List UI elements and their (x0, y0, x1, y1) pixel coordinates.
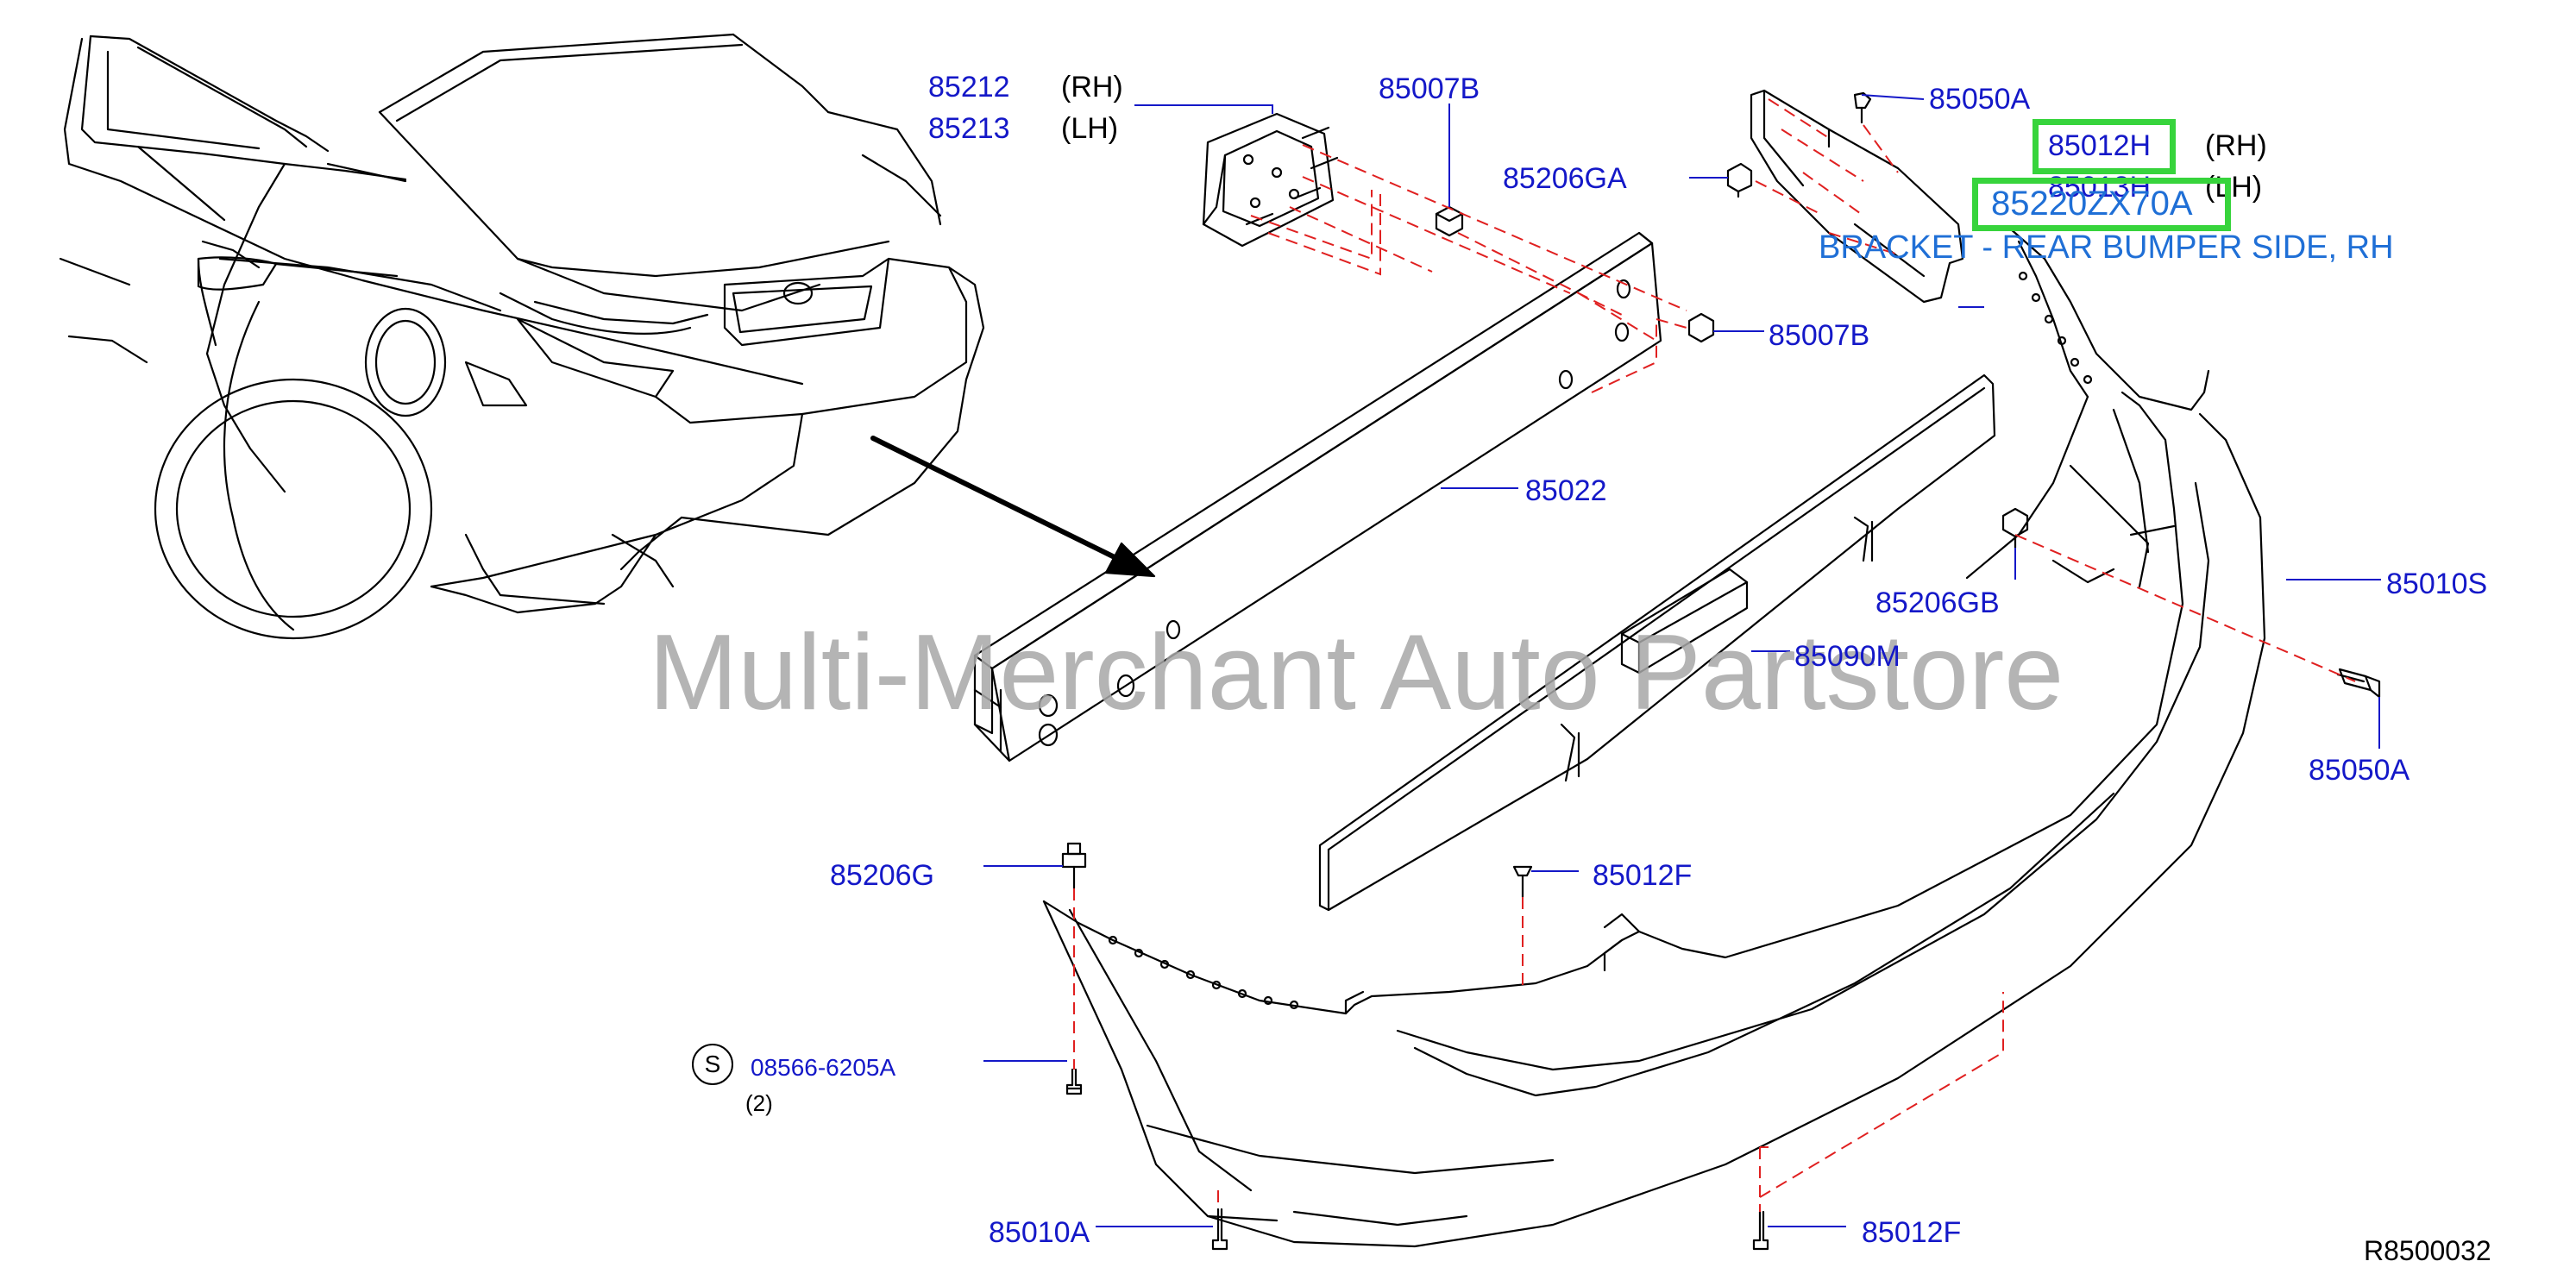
diagram-reference-code: R8500032 (2364, 1235, 2491, 1266)
label-85022[interactable]: 85022 (1525, 474, 1607, 507)
label-85050a-right[interactable]: 85050A (2309, 754, 2410, 787)
bracket-85212 (1202, 112, 1339, 248)
leader-lines (983, 94, 2381, 1227)
label-quantity: (2) (745, 1090, 773, 1116)
highlight-85220zx70a (1972, 178, 2231, 231)
car-rear-illustration (59, 33, 985, 640)
label-85206g[interactable]: 85206G (830, 859, 934, 892)
label-85220zx70a[interactable]: 85220ZX70A (1991, 185, 2193, 223)
assembly-lines (1073, 98, 2356, 1212)
grommet-85206g (1061, 842, 1087, 890)
highlight-85012h (2033, 119, 2176, 174)
screw-85050a-right (2336, 668, 2381, 699)
direction-arrow (870, 436, 1156, 578)
nut-85007b-top (1435, 205, 1464, 237)
screw-08566 (1065, 1068, 1083, 1095)
label-85013h[interactable]: 85013H (2048, 171, 2152, 204)
s-symbol-circle: S (692, 1044, 733, 1085)
label-85007b-mid[interactable]: 85007B (1769, 319, 1870, 352)
label-85206gb[interactable]: 85206GB (1875, 587, 2000, 619)
energy-absorber-85090m (1318, 373, 1996, 912)
label-85050a-top[interactable]: 85050A (1929, 83, 2031, 116)
label-rh-1: (RH) (1061, 71, 1123, 104)
label-rh-2: (RH) (2205, 129, 2267, 162)
clip-85050a-top (1853, 91, 1872, 124)
clip-85206ga (1726, 162, 1753, 198)
s-symbol-text: S (704, 1051, 721, 1077)
screw-85012f-mid (1512, 865, 1533, 899)
label-85010a[interactable]: 85010A (989, 1216, 1090, 1249)
label-85010s[interactable]: 85010S (2386, 568, 2488, 600)
reinforcement-85022 (973, 231, 1662, 762)
label-85012h[interactable]: 85012H (2048, 129, 2152, 162)
side-bracket-rh (1750, 89, 1964, 304)
clip-85206gb (2001, 507, 2029, 549)
nut-85007b-mid (1687, 312, 1715, 343)
label-85212[interactable]: 85212 (928, 71, 1010, 104)
bumper-fascia-85010s (1042, 227, 2266, 1248)
label-85012f-bottom[interactable]: 85012F (1862, 1216, 1962, 1249)
label-lh-2: (LH) (2205, 171, 2263, 204)
screw-85010a (1211, 1208, 1228, 1251)
label-08566-6205a[interactable]: 08566-6205A (751, 1054, 896, 1081)
label-85090m[interactable]: 85090M (1794, 640, 1901, 673)
label-85012f-mid[interactable]: 85012F (1593, 859, 1693, 892)
label-85007b-top[interactable]: 85007B (1379, 72, 1480, 105)
screw-85012f-bottom (1752, 1210, 1769, 1251)
label-85213[interactable]: 85213 (928, 112, 1010, 145)
label-lh-1: (LH) (1061, 112, 1119, 145)
watermark: Multi-Merchant Auto Partstore (649, 613, 2064, 732)
label-85206ga[interactable]: 85206GA (1503, 162, 1627, 195)
bracket-description: BRACKET - REAR BUMPER SIDE, RH (1819, 229, 2394, 266)
